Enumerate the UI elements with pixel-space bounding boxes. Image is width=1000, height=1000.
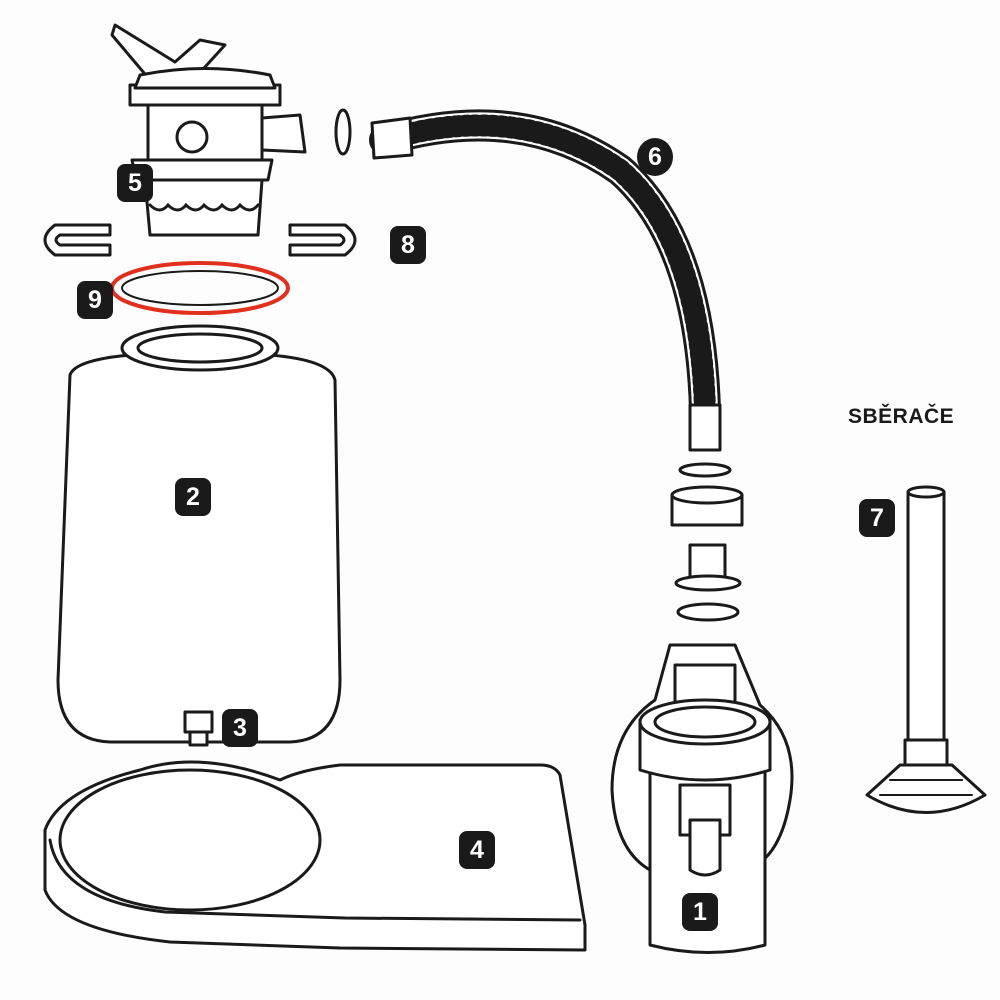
hose [369,109,722,452]
pump-connector-parts [670,462,744,622]
tank-base [43,760,587,952]
pump [610,643,794,954]
label-skimmer-pipe: 7 [859,499,895,537]
label-tank: 2 [175,478,211,516]
clamp-halves [43,223,357,257]
small-seal [334,108,352,156]
multiport-valve [110,23,307,237]
label-multiport-valve: 5 [117,164,153,202]
label-o-ring: 9 [77,281,113,319]
label-drain-valve: 3 [222,709,258,747]
o-ring [121,270,279,306]
label-base: 4 [459,831,495,869]
sand-tank [56,324,342,747]
skimmers-heading: SBĚRAČE [848,405,955,428]
skimmer-pipe [865,485,987,814]
label-pump: 1 [682,893,718,931]
label-hose: 6 [637,138,673,176]
label-clamp: 8 [390,226,426,264]
